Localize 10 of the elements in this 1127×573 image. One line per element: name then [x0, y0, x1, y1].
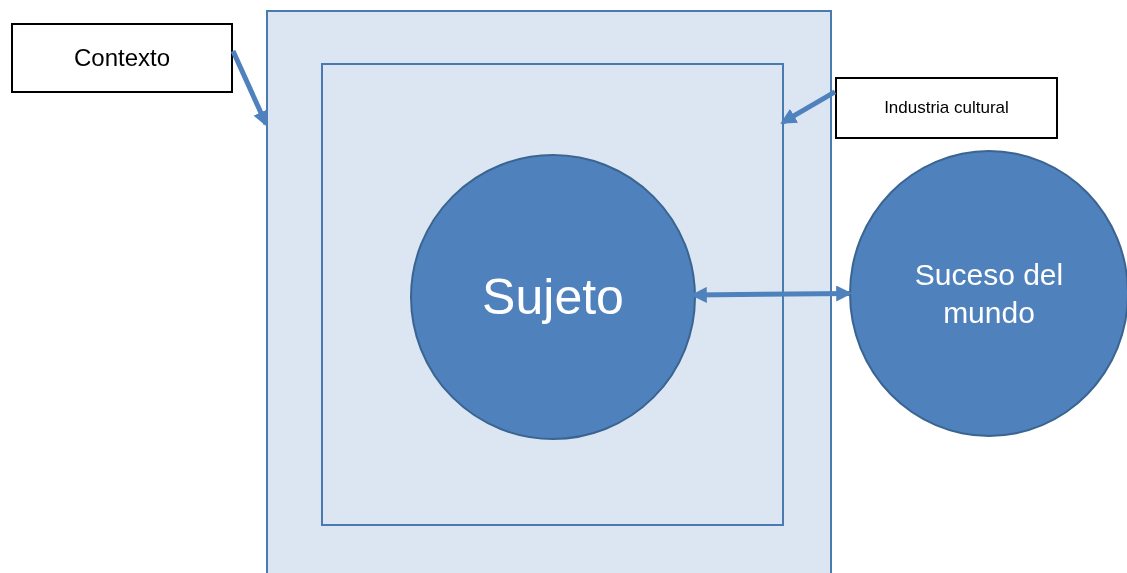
inner-square — [321, 63, 784, 526]
label-box — [835, 77, 1058, 139]
arrow — [230, 49, 269, 127]
node-label: Suceso del mundo — [913, 257, 1065, 331]
callout-text: Contexto — [73, 43, 171, 73]
label-box — [11, 23, 233, 93]
arrow — [780, 89, 837, 125]
outer-square — [266, 10, 832, 573]
node-label: Sujeto — [482, 267, 624, 327]
callout-text: Industria cultural — [884, 97, 1009, 119]
